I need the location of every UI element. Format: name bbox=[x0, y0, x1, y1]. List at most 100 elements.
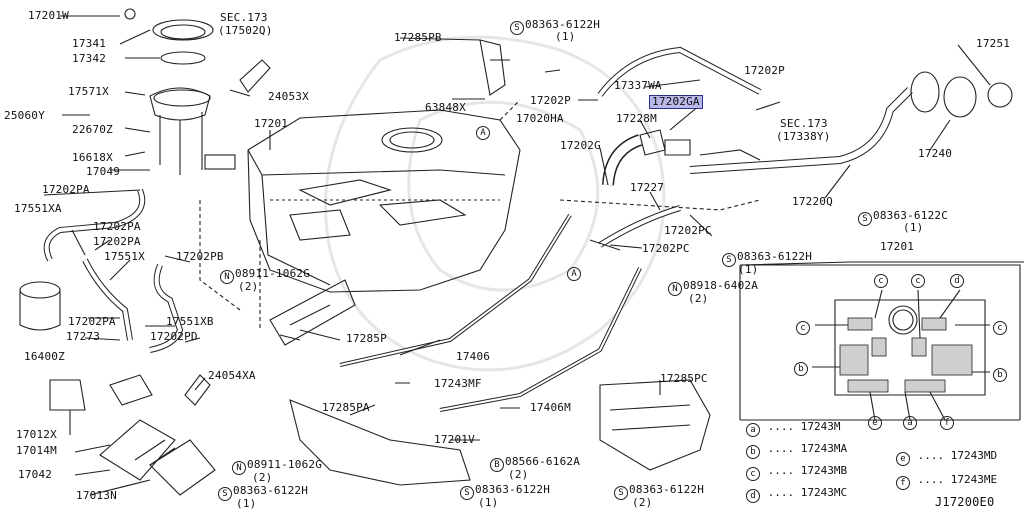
part-label-17406[interactable]: 17406 bbox=[456, 350, 491, 363]
part-label-17202pd[interactable]: 17202PD bbox=[150, 330, 198, 343]
callout-a-strap: A bbox=[567, 265, 582, 281]
part-label-17273[interactable]: 17273 bbox=[66, 330, 101, 343]
part-label-17551xa[interactable]: 17551XA bbox=[14, 202, 62, 215]
part-label-17201v[interactable]: 17201V bbox=[434, 433, 475, 446]
part-label-17202pb[interactable]: 17202PB bbox=[176, 250, 224, 263]
inset-key: a bbox=[903, 414, 918, 430]
part-label-17406m[interactable]: 17406M bbox=[530, 401, 571, 414]
inset-key: f bbox=[940, 414, 955, 430]
legend-item-e: e .... 17243MD bbox=[896, 450, 997, 466]
s-callout-icon: S bbox=[722, 253, 736, 267]
callout-a-tank: A bbox=[476, 124, 491, 140]
inset-key: b bbox=[794, 360, 809, 376]
part-label-17285pc[interactable]: 17285PC bbox=[660, 372, 708, 385]
part-label-17342[interactable]: 17342 bbox=[72, 52, 107, 65]
part-label-17201[interactable]: 17201 bbox=[254, 117, 289, 130]
part-label-17227[interactable]: 17227 bbox=[630, 181, 665, 194]
part-label-17285pa[interactable]: 17285PA bbox=[322, 401, 370, 414]
fastener-code: 08911-1062G bbox=[247, 458, 323, 471]
s-callout-icon: S bbox=[614, 486, 628, 500]
inset-key: c bbox=[874, 272, 889, 288]
a-callout-icon: A bbox=[476, 126, 490, 140]
part-label-16618x[interactable]: 16618X bbox=[72, 151, 113, 164]
part-label-63848x[interactable]: 63848X bbox=[425, 101, 466, 114]
inset-key: c bbox=[911, 272, 926, 288]
part-label-17042[interactable]: 17042 bbox=[18, 468, 53, 481]
part-label-22670z[interactable]: 22670Z bbox=[72, 123, 113, 136]
inset-key: d bbox=[950, 272, 965, 288]
part-label-24053x[interactable]: 24053X bbox=[268, 90, 309, 103]
sec-ref-17502q-code[interactable]: (17502Q) bbox=[218, 24, 273, 37]
part-label-17341[interactable]: 17341 bbox=[72, 37, 107, 50]
part-label-17285pb[interactable]: 17285PB bbox=[394, 31, 442, 44]
part-label-17243mf[interactable]: 17243MF bbox=[434, 377, 482, 390]
fastener-qty: (1) bbox=[738, 263, 759, 276]
inset-title-17201[interactable]: 17201 bbox=[880, 240, 915, 253]
s-callout-icon: S bbox=[510, 21, 524, 35]
fastener-qty: (2) bbox=[252, 471, 273, 484]
part-label-17571x[interactable]: 17571X bbox=[68, 85, 109, 98]
fastener-code: 08363-6122H bbox=[475, 483, 551, 496]
part-label-17202ga-highlighted[interactable]: 17202GA bbox=[649, 95, 703, 109]
part-label-24054xa[interactable]: 24054XA bbox=[208, 369, 256, 382]
part-label-17202p-left[interactable]: 17202P bbox=[530, 94, 571, 107]
part-label-17202pa-2[interactable]: 17202PA bbox=[93, 220, 141, 233]
inset-key: c bbox=[993, 319, 1008, 335]
part-label-17201w[interactable]: 17201W bbox=[28, 9, 69, 22]
fastener-qty: (2) bbox=[238, 280, 259, 293]
part-label-17202pc-upper[interactable]: 17202PC bbox=[664, 224, 712, 237]
fastener-code: 08566-6162A bbox=[505, 455, 581, 468]
part-label-17337wa[interactable]: 17337WA bbox=[614, 79, 662, 92]
part-label-17202pa-1[interactable]: 17202PA bbox=[42, 183, 90, 196]
part-label-25060y[interactable]: 25060Y bbox=[4, 109, 45, 122]
n-callout-icon: N bbox=[668, 282, 682, 296]
fastener-qty: (2) bbox=[508, 468, 529, 481]
part-label-17202pc-lower[interactable]: 17202PC bbox=[642, 242, 690, 255]
legend-item-f: f .... 17243ME bbox=[896, 474, 997, 490]
part-label-17251[interactable]: 17251 bbox=[976, 37, 1011, 50]
part-label-17202pa-3[interactable]: 17202PA bbox=[93, 235, 141, 248]
sec-ref-17338y-title[interactable]: SEC.173 bbox=[780, 117, 828, 130]
part-label-17551xb[interactable]: 17551XB bbox=[166, 315, 214, 328]
fastener-code: 08363-6122H bbox=[233, 484, 309, 497]
part-label-17285p[interactable]: 17285P bbox=[346, 332, 387, 345]
sec-ref-17502q-title[interactable]: SEC.173 bbox=[220, 11, 268, 24]
legend-item-b: b .... 17243MA bbox=[746, 443, 847, 459]
fastener-code: 08911-1062G bbox=[235, 267, 311, 280]
legend-item-c: c .... 17243MB bbox=[746, 465, 847, 481]
part-label-17049[interactable]: 17049 bbox=[86, 165, 121, 178]
part-label-17220q[interactable]: 17220Q bbox=[792, 195, 833, 208]
part-label-16400z[interactable]: 16400Z bbox=[24, 350, 65, 363]
fastener-qty: (2) bbox=[632, 496, 653, 509]
part-label-17202pa-4[interactable]: 17202PA bbox=[68, 315, 116, 328]
fastener-code: 08363-6122H bbox=[525, 18, 601, 31]
s-callout-icon: S bbox=[460, 486, 474, 500]
part-label-17551x[interactable]: 17551X bbox=[104, 250, 145, 263]
fastener-qty: (2) bbox=[688, 292, 709, 305]
part-label-17202g[interactable]: 17202G bbox=[560, 139, 601, 152]
part-label-17202p-right[interactable]: 17202P bbox=[744, 64, 785, 77]
part-label-17012x[interactable]: 17012X bbox=[16, 428, 57, 441]
part-label-17228m[interactable]: 17228M bbox=[616, 112, 657, 125]
fastener-qty: (1) bbox=[478, 496, 499, 509]
part-label-17014m[interactable]: 17014M bbox=[16, 444, 57, 457]
inset-key: c bbox=[796, 319, 811, 335]
part-label-17013n[interactable]: 17013N bbox=[76, 489, 117, 502]
inset-key: e bbox=[868, 414, 883, 430]
legend-item-d: d .... 17243MC bbox=[746, 487, 847, 503]
sec-ref-17338y-code[interactable]: (17338Y) bbox=[776, 130, 831, 143]
part-label-17020ha[interactable]: 17020HA bbox=[516, 112, 564, 125]
part-label-17240[interactable]: 17240 bbox=[918, 147, 953, 160]
a-callout-icon: A bbox=[567, 267, 581, 281]
